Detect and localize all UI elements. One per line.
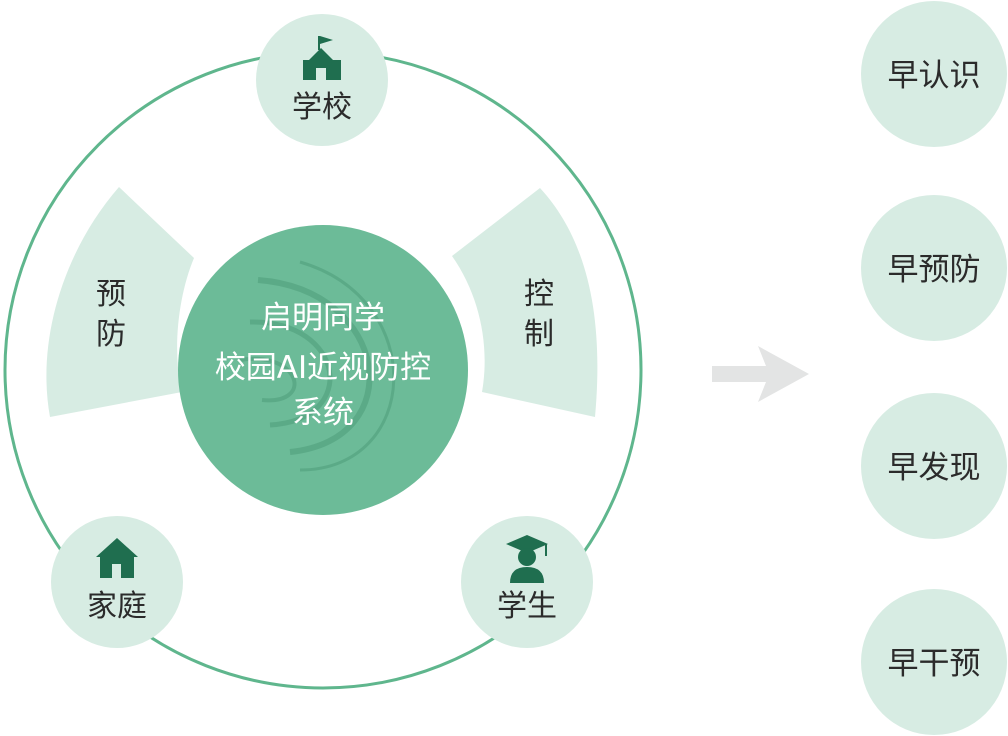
node-family-label: 家庭 <box>87 589 147 624</box>
school-building-icon <box>303 36 341 80</box>
outcome-early-recognition: 早认识 <box>861 1 1007 147</box>
outcome-label-4: 早干预 <box>888 646 981 682</box>
outcome-early-intervention: 早干预 <box>861 589 1007 735</box>
sector-prevention <box>46 187 194 417</box>
sector-control-char-2: 制 <box>524 317 554 352</box>
sector-prevention-char-2: 防 <box>96 317 126 352</box>
outcome-label-2: 早预防 <box>888 252 981 288</box>
center-title-line-2: 校园AI近视防控 <box>215 350 431 386</box>
center-title-line-3: 系统 <box>292 395 354 431</box>
right-arrow-icon <box>712 346 809 402</box>
outcome-early-prevention: 早预防 <box>861 195 1007 341</box>
outcome-early-detection: 早发现 <box>861 393 1007 539</box>
house-icon <box>96 538 138 578</box>
center-system-circle: 启明同学 校园AI近视防控 系统 <box>178 225 468 515</box>
sector-prevention-char-1: 预 <box>96 277 126 312</box>
sector-control-char-1: 控 <box>524 277 554 312</box>
sector-control <box>452 188 598 417</box>
node-school-label: 学校 <box>292 90 352 125</box>
node-family: 家庭 <box>51 516 183 648</box>
center-watermark-swirl-icon <box>239 260 396 472</box>
node-student: 学生 <box>461 516 593 648</box>
outcome-label-1: 早认识 <box>888 58 981 94</box>
node-student-label: 学生 <box>497 589 557 624</box>
graduate-icon <box>506 535 548 583</box>
center-title-line-1: 启明同学 <box>261 300 385 336</box>
outcome-label-3: 早发现 <box>888 450 981 486</box>
node-school: 学校 <box>256 14 388 146</box>
